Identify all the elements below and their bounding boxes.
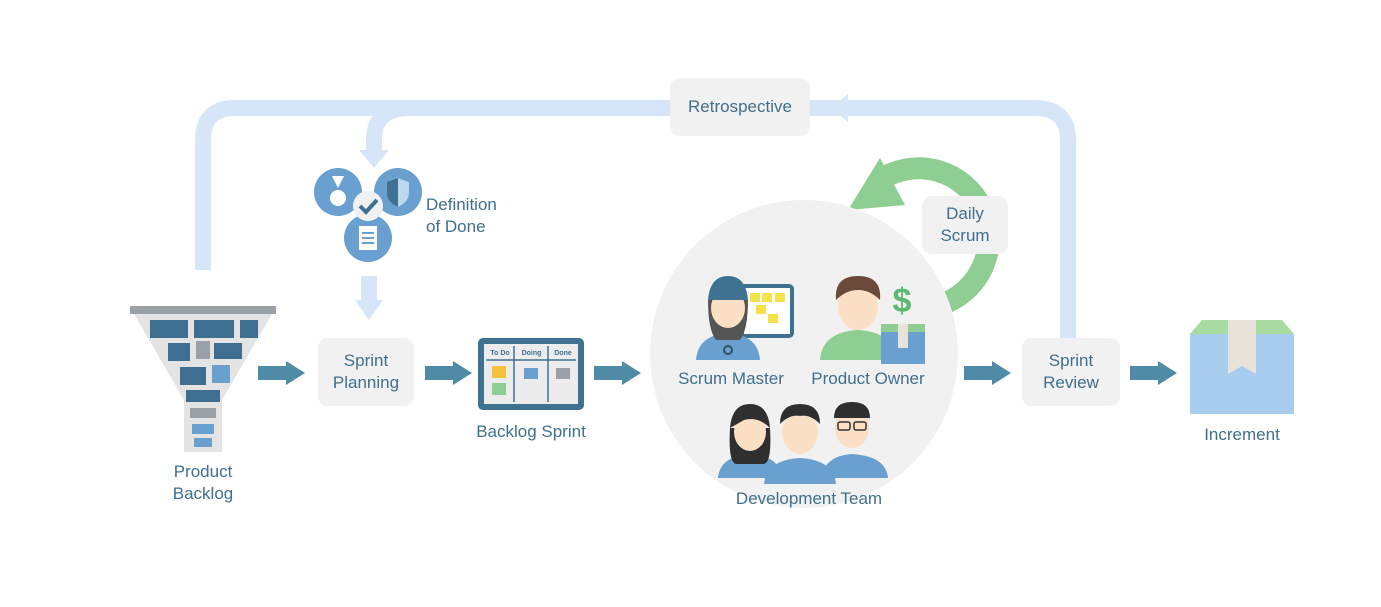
sprint-review-box: Sprint Review [1022, 338, 1120, 406]
sprint-planning-label: Sprint Planning [332, 351, 400, 392]
dollar-icon: $ [893, 282, 912, 320]
arrow-sprint-to-team [594, 361, 641, 385]
board-col-doing: Doing [521, 350, 542, 357]
daily-scrum-box: Daily Scrum [922, 196, 1008, 254]
sprint-planning-box: Sprint Planning [318, 338, 414, 406]
definition-of-done-icons [314, 168, 422, 262]
loop-arrowhead-down-dod [359, 150, 389, 168]
scrum-master-label: Scrum Master [678, 369, 784, 388]
increment-label: Increment [1204, 425, 1280, 444]
definition-of-done-label: Definition of Done [426, 195, 497, 236]
development-team-label: Development Team [735, 489, 883, 508]
board-col-todo: To Do [490, 350, 510, 357]
loop-arrowhead-down-planning [355, 300, 383, 320]
sprint-review-label: Sprint Review [1043, 351, 1099, 392]
development-team-icon [718, 402, 888, 484]
retrospective-box: Retrospective [670, 78, 810, 136]
retrospective-loop-arrow [195, 100, 1076, 338]
arrow-backlog-to-planning [258, 361, 305, 385]
product-owner-icon: $ [820, 276, 925, 364]
board-col-done: Done [554, 350, 572, 357]
retrospective-label: Retrospective [688, 97, 792, 116]
funnel-icon [130, 306, 276, 452]
daily-scrum-label: Daily Scrum [940, 204, 990, 245]
arrow-team-to-review [964, 361, 1011, 385]
backlog-sprint-label: Backlog Sprint [476, 422, 586, 441]
arrow-review-to-increment [1130, 361, 1177, 385]
kanban-board-icon [478, 338, 584, 410]
increment-box-icon [1190, 320, 1294, 414]
scrum-master-icon [696, 276, 794, 360]
flow-arrows [258, 361, 1177, 385]
product-owner-label: Product Owner [811, 369, 925, 388]
svg-text:$: $ [893, 282, 912, 320]
checkmark-icon [353, 191, 383, 221]
arrow-planning-to-sprint [425, 361, 472, 385]
loop-arrowhead-left [830, 94, 848, 122]
product-backlog-label: Product Backlog [172, 462, 234, 503]
